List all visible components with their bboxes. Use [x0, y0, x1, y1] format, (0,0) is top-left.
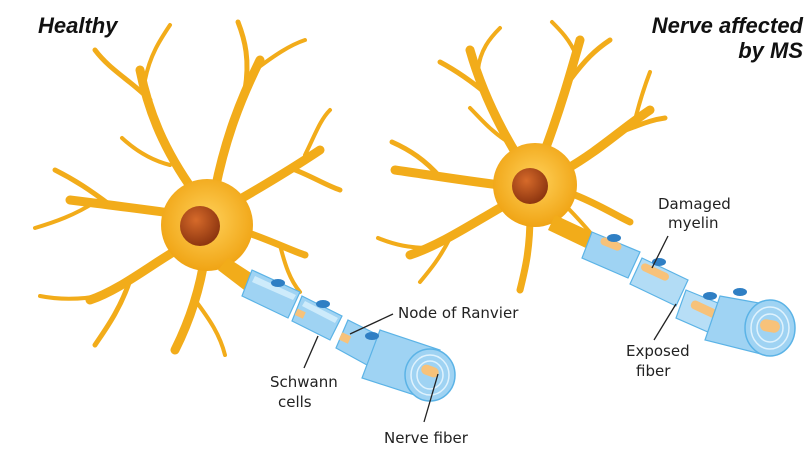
- ms-title-line1: Nerve affected: [652, 13, 804, 38]
- ms-title-line2: by MS: [738, 38, 803, 63]
- damaged-myelin-label-line1: Damaged: [658, 195, 731, 213]
- nerve-fiber-label: Nerve fiber: [384, 429, 469, 447]
- ms-nucleus: [512, 168, 548, 204]
- exposed-fiber-label-line1: Exposed: [626, 342, 690, 360]
- healthy-neuron: [35, 22, 455, 422]
- schwann-cells-label-line2: cells: [278, 393, 312, 411]
- healthy-title: Healthy: [38, 13, 119, 38]
- damaged-myelin-label-line2: myelin: [668, 214, 719, 232]
- exposed-fiber-label-line2: fiber: [636, 362, 671, 380]
- healthy-nucleus: [180, 206, 220, 246]
- schwann-cells-label-line1: Schwann: [270, 373, 338, 391]
- ms-demyelinated-axon: [582, 232, 795, 356]
- node-of-ranvier-label: Node of Ranvier: [398, 304, 519, 322]
